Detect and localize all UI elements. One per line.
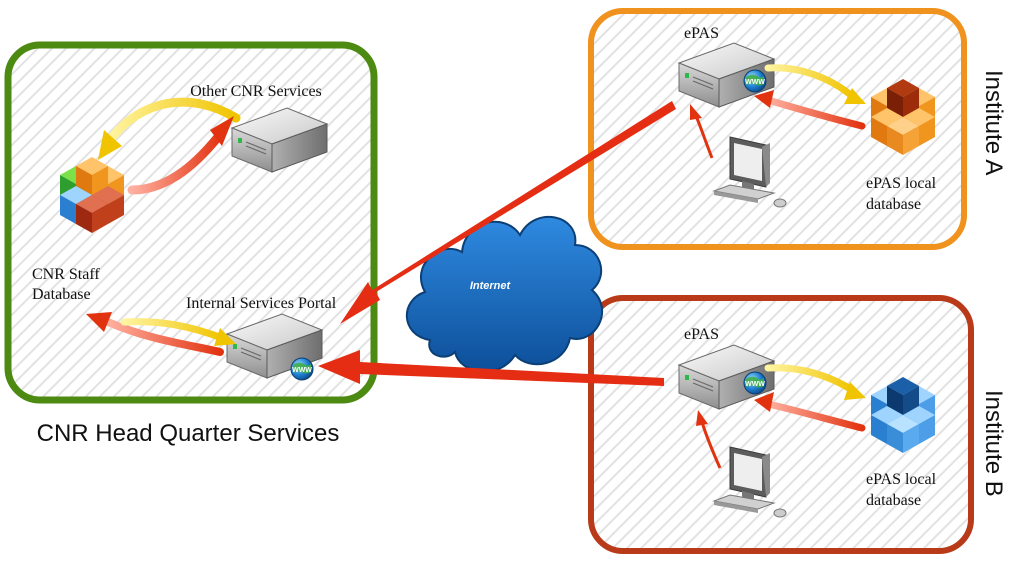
arrow-icon (318, 101, 676, 386)
institute-a-db-label-1: ePAS local (866, 175, 937, 192)
staff-db-label-1: CNR Staff (32, 266, 100, 283)
internet-label: Internet (470, 280, 512, 292)
arrow-icon (690, 64, 866, 159)
other-services-label: Other CNR Services (190, 83, 322, 100)
www-globe-icon (290, 357, 314, 381)
institute-a-title: Institute A (980, 70, 1007, 175)
institute-a-db-label-2: database (866, 196, 921, 213)
www-globe-icon (743, 69, 767, 93)
institute-b-panel (588, 295, 974, 554)
arrow-icon (98, 97, 241, 195)
institute-a-server-label: ePAS (684, 25, 719, 42)
portal-label: Internal Services Portal (186, 295, 337, 312)
hq-caption: CNR Head Quarter Services (37, 420, 340, 447)
arrow-icon (696, 364, 866, 469)
institute-b-db-label-2: database (866, 492, 921, 509)
arrow-icon (86, 312, 236, 356)
internet-cloud-icon: Internet (405, 216, 604, 373)
staff-db-label-2: Database (32, 286, 91, 303)
www-globe-icon (743, 371, 767, 395)
institute-b-title: Institute B (980, 390, 1007, 497)
institute-b-server-label: ePAS (684, 326, 719, 343)
institute-b-db-label-1: ePAS local (866, 471, 937, 488)
